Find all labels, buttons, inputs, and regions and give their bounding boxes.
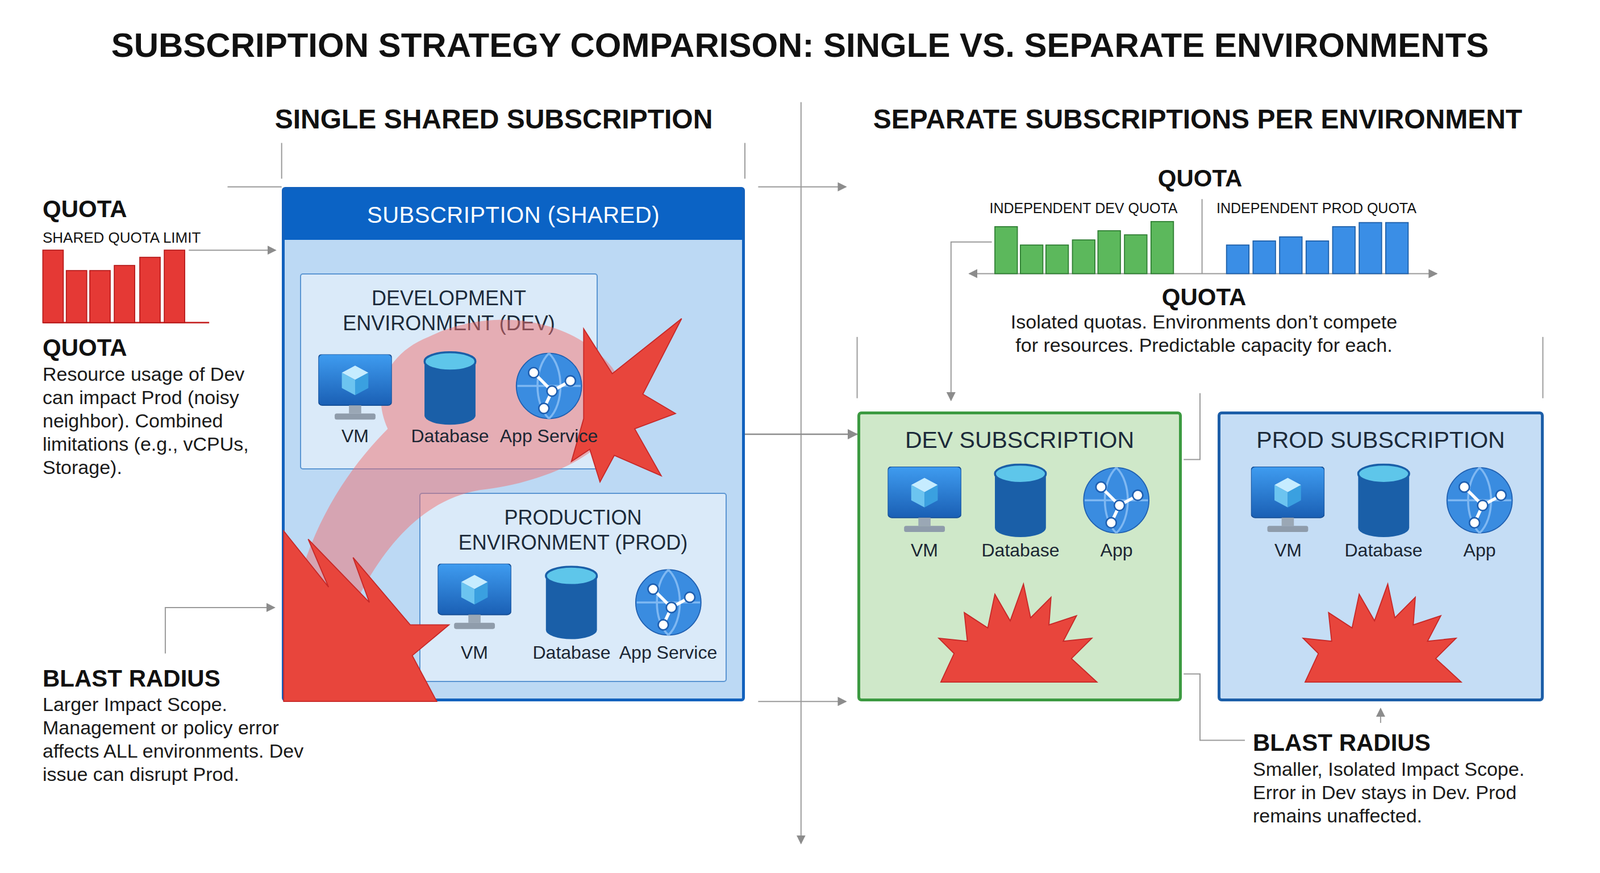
quota-bar <box>1385 222 1409 274</box>
annotation-text: Smaller, Isolated Impact Scope. Error in… <box>1252 757 1549 828</box>
box-title: PRODUCTION ENVIRONMENT (PROD) <box>420 493 726 556</box>
tick-mark <box>281 143 283 179</box>
quota-bar <box>1226 244 1250 274</box>
quota-bar <box>1124 234 1148 274</box>
tick-mark <box>744 143 746 179</box>
leader-arrow <box>165 607 275 654</box>
tick-mark <box>856 336 858 399</box>
chart-separator <box>1201 198 1203 274</box>
leader-arrow <box>1380 708 1382 723</box>
icon-label: VM <box>1219 539 1357 561</box>
annotation-heading: QUOTA <box>1090 282 1318 312</box>
annotation-text: Larger Impact Scope. Management or polic… <box>42 692 304 786</box>
annotation-text: Resource usage of Dev can impact Prod (n… <box>42 362 270 479</box>
quota-bar <box>1046 244 1069 274</box>
icon-label: VM <box>286 425 424 447</box>
quota-bar <box>1020 244 1044 274</box>
header-text: SUBSCRIPTION (SHARED) <box>284 189 743 240</box>
quota-bar <box>1279 236 1303 274</box>
quota-bar <box>139 257 161 323</box>
icon-label: Database <box>1315 539 1452 561</box>
annotation-heading: QUOTA <box>42 194 214 224</box>
quota-bar <box>66 270 87 323</box>
vm-icon <box>887 466 961 532</box>
box-title: PROD SUBSCRIPTION <box>1220 414 1541 454</box>
annotation-text: Isolated quotas. Environments don’t comp… <box>999 310 1409 357</box>
tick-mark <box>1542 336 1544 399</box>
quota-bar <box>1306 240 1329 274</box>
quota-bar <box>1252 240 1276 274</box>
annotation-heading: QUOTA <box>42 333 214 362</box>
icon-label: App <box>1048 539 1185 561</box>
app-service-icon <box>1083 467 1149 533</box>
quota-bar <box>1097 230 1121 274</box>
icon-label: App Service <box>600 641 737 664</box>
database-icon <box>424 352 476 425</box>
chart-caption: INDEPENDENT PROD QUOTA <box>1197 199 1436 217</box>
annotation-heading: BLAST RADIUS <box>42 664 270 693</box>
box-title: DEV SUBSCRIPTION <box>860 414 1179 454</box>
database-icon <box>546 566 598 640</box>
leader-arrow <box>757 186 846 188</box>
leader-arrow <box>757 700 846 702</box>
vm-icon <box>318 353 392 420</box>
explosion-shape <box>571 318 682 482</box>
quota-bar <box>89 270 111 323</box>
chart-caption: INDEPENDENT DEV QUOTA <box>964 199 1203 217</box>
quota-bar <box>1359 222 1382 274</box>
leader-arrow <box>951 242 993 400</box>
vm-icon <box>437 563 511 629</box>
section-heading: SINGLE SHARED SUBSCRIPTION <box>209 102 778 137</box>
quota-bar <box>1072 239 1096 274</box>
leader-line <box>227 186 282 188</box>
box-title: DEVELOPMENT ENVIRONMENT (DEV) <box>301 274 597 336</box>
explosion-shape <box>283 530 449 702</box>
section-heading: SEPARATE SUBSCRIPTIONS PER ENVIRONMENT <box>828 102 1568 137</box>
app-service-icon <box>1447 467 1513 533</box>
app-service-icon <box>516 353 582 419</box>
explosion-shape <box>1302 584 1461 682</box>
quota-bar <box>164 250 185 323</box>
annotation-heading: QUOTA <box>1086 164 1314 193</box>
leader-arrow <box>188 249 276 251</box>
explosion-shape <box>938 584 1097 682</box>
database-icon <box>1357 464 1410 537</box>
icon-label: App <box>1411 539 1548 561</box>
divider-line <box>800 102 802 844</box>
app-service-icon <box>635 569 702 635</box>
icon-label: App Service <box>480 425 618 447</box>
icon-label: VM <box>406 641 543 664</box>
quota-bar <box>994 226 1018 274</box>
icon-label: Database <box>952 539 1089 561</box>
connector-arrow <box>744 433 858 436</box>
diagram-title: SUBSCRIPTION STRATEGY COMPARISON: SINGLE… <box>4 23 1596 68</box>
annotation-heading: BLAST RADIUS <box>1252 728 1537 757</box>
quota-bar <box>114 265 135 323</box>
icon-label: Database <box>381 425 519 447</box>
icon-label: VM <box>856 539 993 561</box>
chart-caption: SHARED QUOTA LIMIT <box>42 228 282 247</box>
quota-bar <box>1151 221 1174 274</box>
leader-line <box>1183 393 1200 460</box>
quota-bar <box>42 250 64 323</box>
database-icon <box>994 464 1047 537</box>
vm-icon <box>1251 466 1325 532</box>
quota-bar <box>1332 226 1356 274</box>
